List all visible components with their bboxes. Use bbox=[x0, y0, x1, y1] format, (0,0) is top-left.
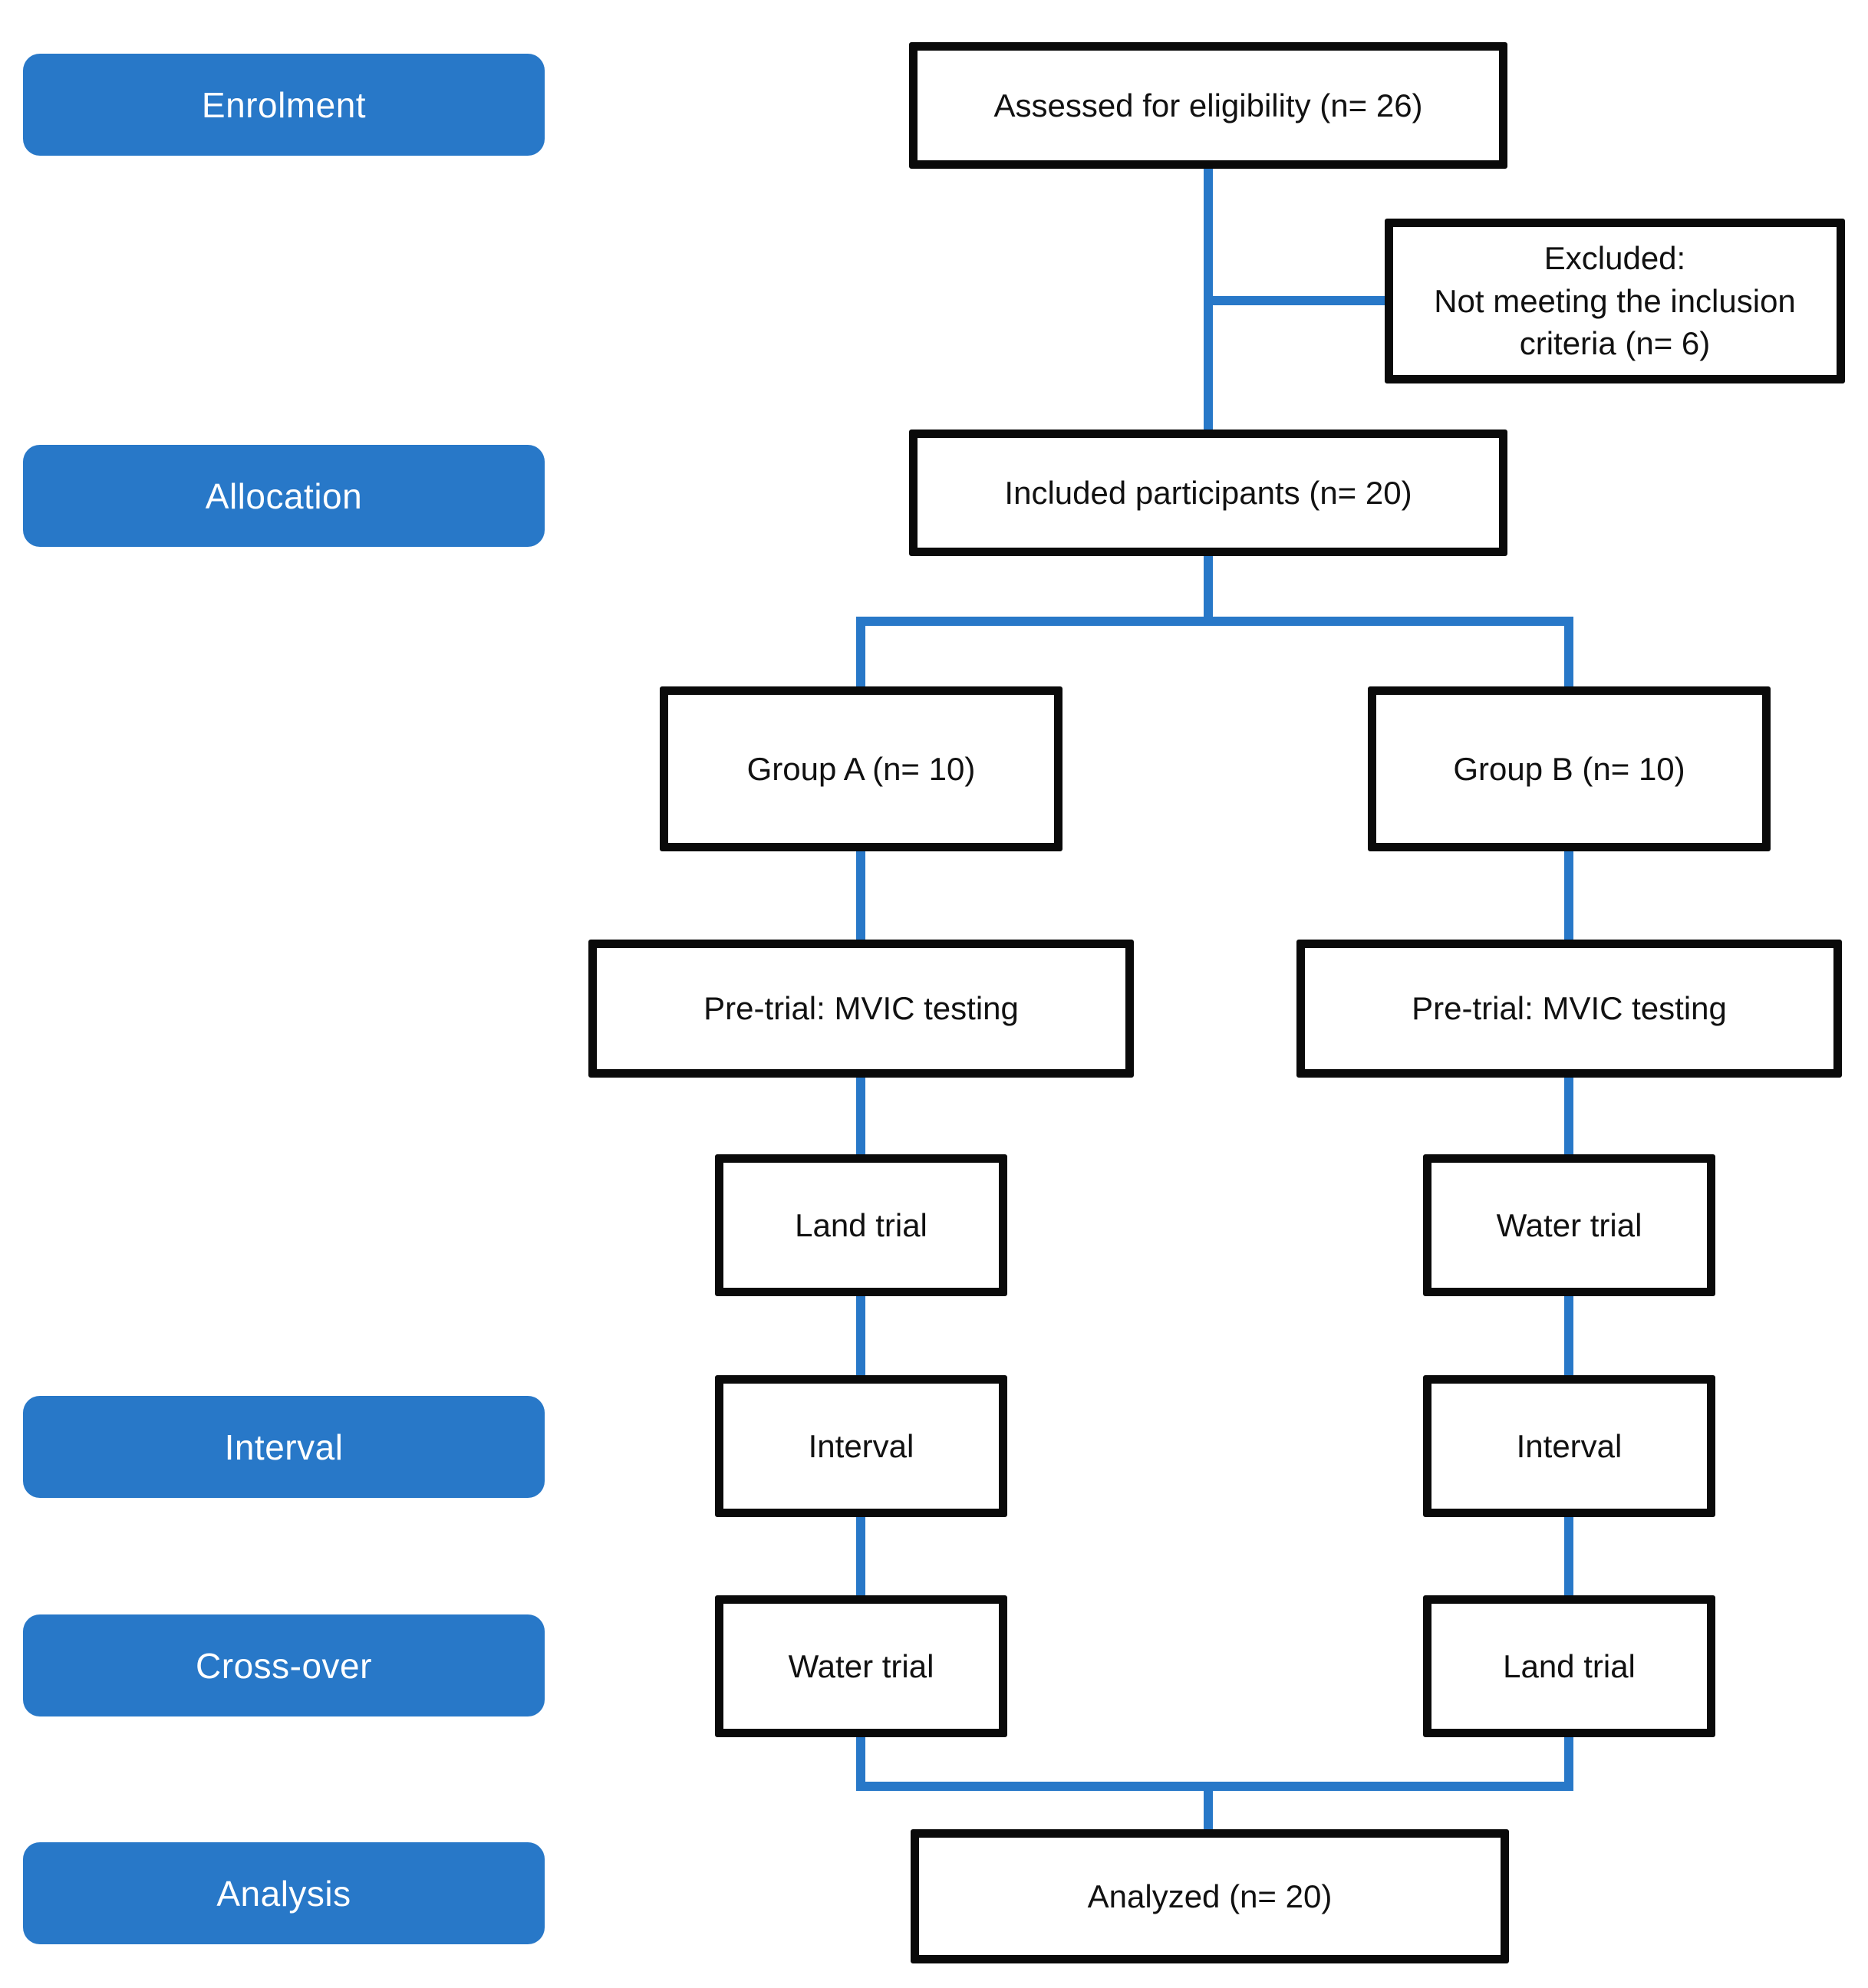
arm-b-crossover-trial-box: Land trial bbox=[1423, 1595, 1715, 1737]
connector-group-a-to-pretrial bbox=[856, 850, 865, 943]
connector-pretrial-b-to-trial bbox=[1564, 1075, 1573, 1157]
connector-included-to-split bbox=[1204, 555, 1213, 626]
excluded-line-2: Not meeting the inclusion bbox=[1434, 282, 1796, 319]
connector-merge-bar bbox=[856, 1782, 1573, 1791]
arm-b-first-trial-box: Water trial bbox=[1423, 1154, 1715, 1296]
pretrial-a-box: Pre-trial: MVIC testing bbox=[588, 940, 1134, 1078]
connector-trial-b-to-interval bbox=[1564, 1295, 1573, 1378]
connector-split-to-group-a bbox=[856, 617, 865, 690]
phase-label-enrolment: Enrolment bbox=[23, 54, 545, 156]
connector-group-b-to-pretrial bbox=[1564, 850, 1573, 943]
arm-b-interval-box: Interval bbox=[1423, 1375, 1715, 1517]
connector-split-bar bbox=[856, 617, 1573, 626]
included-box: Included participants (n= 20) bbox=[909, 430, 1507, 556]
phase-label-interval: Interval bbox=[23, 1396, 545, 1498]
connector-pretrial-a-to-trial bbox=[856, 1075, 865, 1157]
arm-a-first-trial-box: Land trial bbox=[715, 1154, 1007, 1296]
analyzed-box: Analyzed (n= 20) bbox=[911, 1829, 1509, 1963]
arm-a-crossover-trial-box: Water trial bbox=[715, 1595, 1007, 1737]
connector-branch-to-excluded bbox=[1208, 296, 1386, 305]
connector-interval-a-to-crossover bbox=[856, 1515, 865, 1598]
assessed-box: Assessed for eligibility (n= 26) bbox=[909, 42, 1507, 169]
phase-label-analysis: Analysis bbox=[23, 1842, 545, 1944]
group-b-box: Group B (n= 10) bbox=[1368, 686, 1771, 851]
phase-label-allocation: Allocation bbox=[23, 445, 545, 547]
phase-label-crossover: Cross-over bbox=[23, 1614, 545, 1716]
excluded-box: Excluded: Not meeting the inclusion crit… bbox=[1385, 219, 1845, 383]
connector-split-to-group-b bbox=[1564, 617, 1573, 690]
group-a-box: Group A (n= 10) bbox=[660, 686, 1062, 851]
connector-merge-to-analyzed bbox=[1204, 1782, 1213, 1832]
excluded-line-1: Excluded: bbox=[1543, 240, 1686, 277]
connector-trial-a-to-interval bbox=[856, 1295, 865, 1378]
connector-crossover-b-to-merge bbox=[1564, 1735, 1573, 1791]
connector-interval-b-to-crossover bbox=[1564, 1515, 1573, 1598]
excluded-line-3: criteria (n= 6) bbox=[1519, 325, 1711, 362]
connector-crossover-a-to-merge bbox=[856, 1735, 865, 1791]
arm-a-interval-box: Interval bbox=[715, 1375, 1007, 1517]
pretrial-b-box: Pre-trial: MVIC testing bbox=[1296, 940, 1842, 1078]
